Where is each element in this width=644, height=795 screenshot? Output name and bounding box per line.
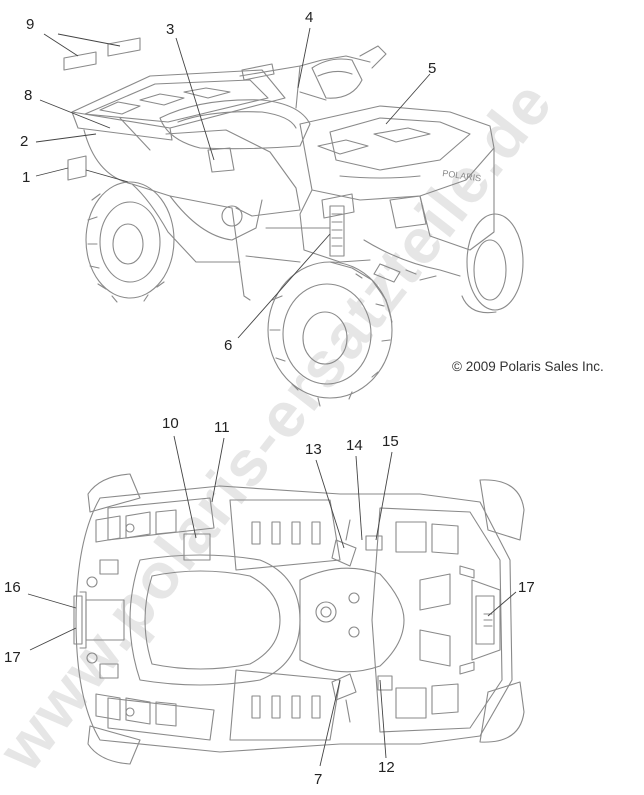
leader-2 [35,133,97,143]
far-front-wheel-drawing [461,213,524,314]
callout-7: 7 [314,771,323,788]
leader-7 [319,679,341,767]
callout-11: 11 [214,419,230,436]
handlebar-drawing [239,45,387,109]
leader-13 [315,459,345,549]
top-view-console [299,519,405,723]
callout-17-left: 17 [4,649,21,666]
seat-drawing [159,99,311,150]
leader-16 [27,593,77,609]
leader-15 [375,451,393,541]
leader-10 [173,435,197,539]
callout-4: 4 [305,9,314,26]
front-body-drawing [245,105,495,283]
callout-13: 13 [305,441,322,458]
callout-5: 5 [428,60,437,77]
leader-17b [487,591,517,617]
callout-3: 3 [166,21,175,38]
callout-6: 6 [224,337,233,354]
leader-4 [297,27,311,89]
leader-12 [379,679,387,759]
callout-17-right: 17 [518,579,535,596]
callout-14: 14 [346,437,363,454]
callout-16: 16 [4,579,21,596]
leader-1b [85,169,129,183]
callout-8: 8 [24,87,33,104]
callout-12: 12 [378,759,395,776]
leader-1 [35,167,69,177]
callout-1: 1 [22,169,31,186]
top-view-rear-rack [86,509,177,727]
front-wheel-drawing [267,261,393,407]
rear-wheel-drawing [85,181,175,303]
leader-14 [355,455,363,541]
top-view-outline [73,485,513,753]
leader-17a [29,627,77,651]
leader-9 [43,33,121,57]
leader-3 [175,37,215,161]
callout-2: 2 [20,133,29,150]
leader-11 [211,437,225,503]
leader-5 [385,73,431,125]
decal-shapes-top [63,37,141,181]
copyright-text: © 2009 Polaris Sales Inc. [452,359,604,374]
callout-9: 9 [26,16,35,33]
leader-8 [39,99,111,129]
callout-15: 15 [382,433,399,450]
callout-10: 10 [162,415,179,432]
leader-6 [237,233,331,339]
